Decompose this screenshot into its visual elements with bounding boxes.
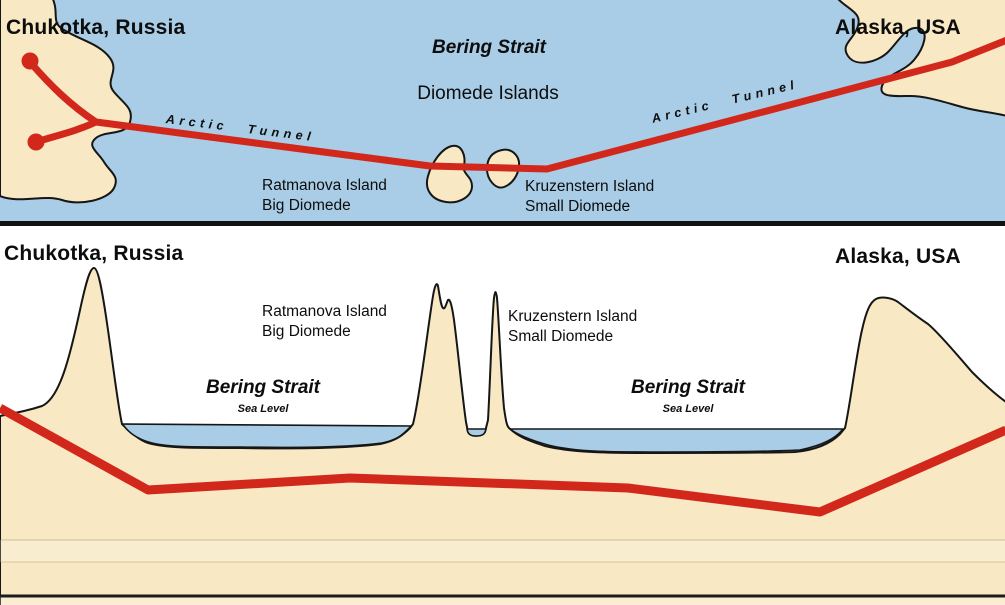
island-name-line: Ratmanova Island bbox=[262, 303, 387, 320]
panel-divider bbox=[0, 221, 1005, 226]
map-region-label-alaska: Alaska, USA bbox=[835, 16, 961, 39]
island-name-line: Kruzenstern Island bbox=[508, 308, 638, 325]
strata-band bbox=[0, 540, 1005, 562]
profile-region-label-chukotka: Chukotka, Russia bbox=[4, 242, 184, 265]
profile-sea-level-label-west: Sea Level bbox=[237, 403, 289, 415]
island-name-line: Big Diomede bbox=[262, 323, 351, 340]
sea-water-middle bbox=[466, 428, 487, 437]
tunnel-terminal-dot bbox=[21, 52, 39, 70]
map-panel bbox=[0, 0, 1005, 226]
island-name-line: Kruzenstern Island bbox=[525, 178, 655, 195]
profile-strait-label-west: Bering Strait bbox=[205, 377, 321, 398]
cross-section-panel bbox=[0, 267, 1005, 605]
strata-bottom-band bbox=[0, 597, 1005, 605]
island-name-line: Small Diomede bbox=[525, 198, 631, 215]
map-region-label-chukotka: Chukotka, Russia bbox=[6, 16, 186, 39]
island-name-line: Ratmanova Island bbox=[262, 177, 387, 194]
tunnel-cross-section-line bbox=[0, 404, 1005, 517]
profile-label-kruzenstern-island: Kruzenstern Island Small Diomede bbox=[508, 307, 637, 347]
profile-label-ratmanova-island: Ratmanova Island Big Diomede bbox=[262, 302, 387, 342]
profile-region-label-alaska: Alaska, USA bbox=[835, 245, 961, 268]
map-title-bering-strait: Bering Strait bbox=[431, 37, 547, 58]
sea-water-right bbox=[509, 428, 844, 453]
tunnel-route-line bbox=[26, 37, 1005, 173]
sea-water-left bbox=[121, 423, 412, 449]
tunnel-terminal-dot bbox=[27, 133, 45, 151]
map-subtitle-diomede-islands: Diomede Islands bbox=[417, 83, 559, 104]
island-name-line: Big Diomede bbox=[262, 197, 351, 214]
island-name-line: Small Diomede bbox=[508, 328, 614, 345]
profile-sea-level-label-east: Sea Level bbox=[662, 403, 714, 415]
profile-strait-label-east: Bering Strait bbox=[630, 377, 746, 398]
alaska-landmass bbox=[837, 0, 1005, 117]
map-label-kruzenstern-island: Kruzenstern Island Small Diomede bbox=[525, 177, 654, 217]
map-label-ratmanova-island: Ratmanova Island Big Diomede bbox=[262, 176, 387, 216]
